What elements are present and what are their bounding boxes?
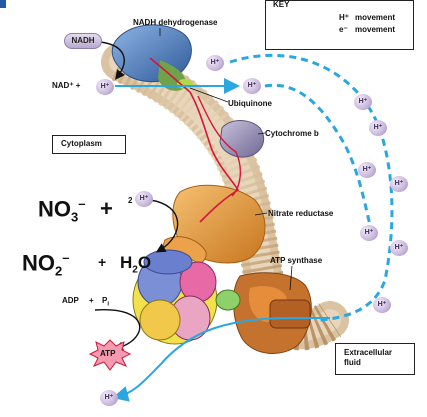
nitrate-subscript: 3 <box>71 209 79 225</box>
atp-synthase-complex <box>132 249 312 355</box>
adp-plus: + <box>89 296 94 305</box>
phosphate-main: P <box>102 296 108 305</box>
nitrite-superscript: – <box>62 250 70 265</box>
nitrate-plus: + <box>100 196 113 221</box>
proton-synthase-flow <box>112 317 330 402</box>
corner-mark <box>0 0 6 8</box>
cytochrome-b-label: Cytochrome b <box>265 129 319 138</box>
proton-dashed-path-upper <box>264 83 372 226</box>
adp-label: ADP <box>62 296 79 305</box>
phosphate-label: Pi <box>102 296 109 308</box>
nitrate-reductase-label: Nitrate reductase <box>268 209 334 218</box>
cytoplasm-label: Cytoplasm <box>61 139 102 148</box>
atp-formation-arrow <box>94 309 141 352</box>
nad-plus-label: NAD⁺ + <box>52 81 81 90</box>
water-formula: H2O <box>120 253 151 275</box>
key-box: KEY H⁺ movement e⁻ movement <box>265 0 414 50</box>
h-plus-reactant: H⁺ <box>135 191 153 207</box>
nitrate-formula: NO3– <box>38 196 85 225</box>
h-plus-extracellular-7: H⁺ <box>373 297 391 313</box>
cytoplasm-label-box: Cytoplasm <box>52 135 126 154</box>
key-proton-label: movement <box>355 13 396 22</box>
nadh-to-nad-arrow <box>99 41 125 80</box>
h-plus-extracellular-6: H⁺ <box>390 240 408 256</box>
atp-synthase-label: ATP synthase <box>270 256 323 265</box>
h-plus-pumped-1: H⁺ <box>206 55 224 71</box>
water-o: O <box>137 253 152 272</box>
extracellular-fluid-box: Extracellular fluid <box>335 343 415 375</box>
atp-starburst <box>88 339 132 371</box>
h-plus-extracellular-4: H⁺ <box>390 176 408 192</box>
h-plus-extracellular-3: H⁺ <box>358 162 376 178</box>
ubiquinone-label: Ubiquinone <box>228 99 272 108</box>
electron-path-2 <box>197 95 242 197</box>
nitrite-subscript: 2 <box>55 263 63 279</box>
nitrate-superscript: – <box>78 196 86 211</box>
key-title: KEY <box>273 0 290 9</box>
h-plus-returned: H⁺ <box>100 390 118 406</box>
nitrate-main: NO <box>38 196 71 222</box>
h-plus-extracellular-2: H⁺ <box>369 120 387 136</box>
nitrate-reduction-arrow <box>149 199 179 253</box>
key-electron-label: movement <box>355 25 396 34</box>
extracellular-fluid-label: Extracellular fluid <box>344 348 393 367</box>
h-plus-extracellular-1: H⁺ <box>354 94 372 110</box>
water-h: H <box>120 253 133 272</box>
nitrite-plus: + <box>98 254 107 270</box>
nitrite-main: NO <box>22 250 55 276</box>
key-proton-symbol: H⁺ <box>339 13 349 22</box>
nadh-molecule: NADH <box>64 33 102 49</box>
two-coefficient: 2 <box>128 196 133 205</box>
h-plus-extracellular-5: H⁺ <box>360 225 378 241</box>
cytochrome-b-protein <box>219 120 265 158</box>
proton-dashed-path-right <box>229 53 394 322</box>
water-subscript: 2 <box>132 264 138 276</box>
nitrite-formula: NO2– <box>22 250 69 279</box>
atp-label: ATP <box>100 349 116 358</box>
nadh-dehydrogenase-label: NADH dehydrogenase <box>133 18 218 27</box>
phosphate-subscript: i <box>107 301 110 308</box>
h-plus-pumped-2: H⁺ <box>243 78 261 94</box>
electron-path <box>149 57 240 223</box>
key-electron-symbol: e⁻ <box>339 25 348 34</box>
h-plus-cytoplasm-1: H⁺ <box>96 79 114 95</box>
